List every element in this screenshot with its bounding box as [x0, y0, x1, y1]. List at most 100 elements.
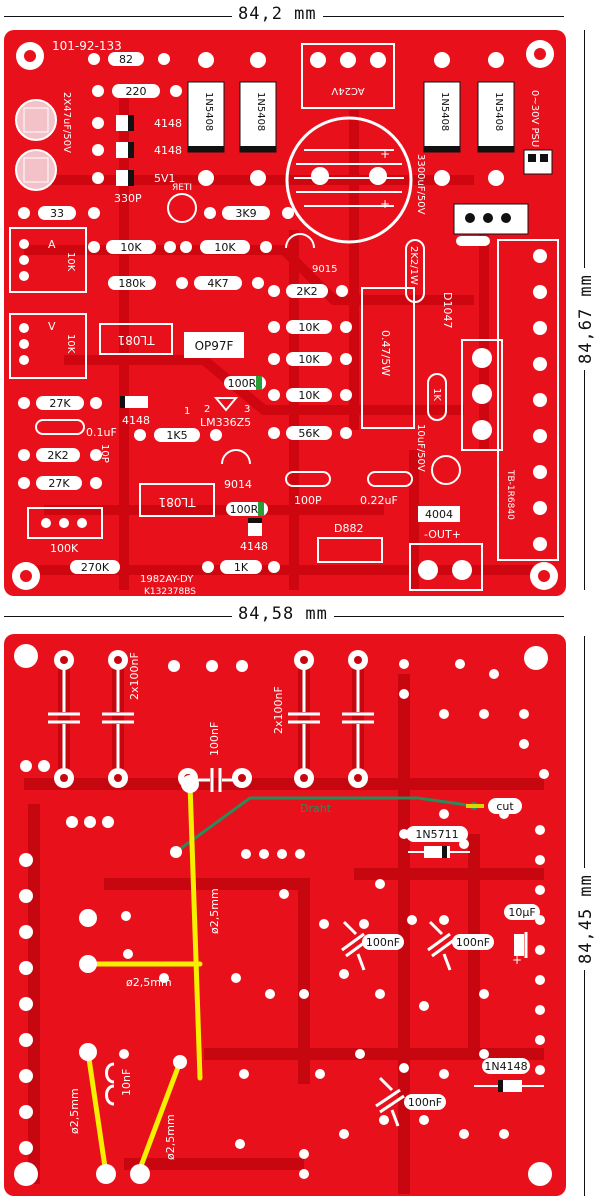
- transistor-d882: D882: [317, 522, 383, 563]
- svg-text:100P: 100P: [294, 494, 322, 507]
- svg-text:100K: 100K: [50, 542, 79, 555]
- cap-022uf: 0.22uF: [360, 471, 413, 507]
- svg-text:27K: 27K: [49, 397, 71, 410]
- resistor-1k-b: 1K: [202, 560, 280, 574]
- ic-lm336: 1 2 3 LM336Z5: [184, 397, 251, 429]
- label-100nf-b-box: 100nF: [452, 934, 494, 950]
- transistor-9014: 9014: [221, 449, 252, 491]
- resistor-180k: 180k: [108, 276, 156, 290]
- svg-text:+: +: [512, 953, 522, 967]
- bottom-mount-holes: [14, 644, 552, 1186]
- bottom-cap-pads: [20, 650, 368, 788]
- svg-text:9015: 9015: [312, 264, 337, 275]
- resistor-4k7: 4K7: [176, 276, 264, 290]
- label-1n5408b: 1N5408: [255, 92, 266, 131]
- svg-text:10µF: 10µF: [508, 906, 535, 919]
- diode-1n5711: 1N5711: [406, 826, 470, 858]
- svg-text:100R: 100R: [228, 377, 257, 390]
- yellow-wires: [85, 781, 203, 1177]
- label-psu: 0~30V PSU: [529, 90, 540, 147]
- label-c330p: 330P: [114, 192, 142, 205]
- bottom-traces: [24, 654, 544, 1194]
- label-c3300: 3300uF/50V: [415, 154, 426, 215]
- svg-text:4004: 4004: [425, 508, 453, 521]
- cap-2x100nf-b: [288, 670, 374, 768]
- svg-text:1K: 1K: [234, 561, 249, 574]
- cut-label: cut: [488, 798, 522, 814]
- svg-text:TL081: TL081: [159, 495, 197, 509]
- resistor-1k5: 1K5: [134, 428, 222, 442]
- resistor-2k2-b: 2K2: [18, 448, 102, 462]
- diode-1n4148: 1N4148: [474, 1058, 544, 1092]
- svg-text:100nF: 100nF: [366, 936, 400, 949]
- pot-a: A 10K: [9, 227, 87, 293]
- label-100nf-top: 100nF: [208, 722, 221, 756]
- resistor-10k-a: 10K: [88, 240, 176, 254]
- label-t2222: ЯETI: [172, 183, 192, 193]
- svg-text:+: +: [380, 147, 390, 161]
- svg-text:27K: 27K: [48, 477, 70, 490]
- cap-10uf-50v: 10uF/50V: [415, 424, 461, 485]
- svg-text:180k: 180k: [118, 277, 146, 290]
- svg-text:10K: 10K: [120, 241, 142, 254]
- transistor-top: ЯETI: [167, 183, 197, 223]
- bottom-vias: [66, 659, 549, 1179]
- resistor-3k9: 3K9: [204, 206, 294, 220]
- label-r82: 82: [119, 53, 133, 66]
- transistor-9015: 9015: [285, 233, 337, 275]
- svg-text:1: 1: [184, 406, 190, 417]
- resistor-220: 220: [92, 84, 182, 98]
- cap-2x100nf-a: [48, 670, 134, 768]
- svg-text:100R: 100R: [230, 503, 259, 516]
- diode-4148-a: 4148: [92, 115, 182, 131]
- resistor-047-5w: 0.47/5W: [361, 287, 415, 429]
- label-1n5408a: 1N5408: [203, 92, 214, 131]
- transistor-to220: [453, 203, 529, 246]
- resistor-82: 82: [88, 52, 170, 66]
- svg-text:3K9: 3K9: [235, 207, 256, 220]
- diode-1n5408-c: 1N5408: [423, 52, 461, 186]
- svg-text:0.1uF: 0.1uF: [86, 426, 117, 439]
- label-ac24v: AC24V: [331, 85, 364, 96]
- svg-text:+: +: [380, 197, 390, 211]
- bottom-pcb-drawing: 2x100nF 2x100nF 100nF Draht cut 1N5711 1…: [14, 644, 552, 1194]
- svg-text:OP97F: OP97F: [195, 339, 234, 353]
- footer-code: K132378BS: [144, 587, 196, 596]
- resistor-27k-a: 27K: [18, 396, 102, 410]
- transistor-d1047: D1047: [441, 292, 503, 451]
- resistor-2k2-a: 2K2: [268, 284, 348, 298]
- resistor-100r-b: 100R: [226, 502, 268, 516]
- zener-5v1: 5V1: [92, 170, 176, 186]
- label-draht: Draht: [300, 802, 332, 815]
- svg-text:D882: D882: [334, 522, 363, 535]
- yellow-wire-pads: [79, 775, 199, 1184]
- pot-v: V 10K: [9, 313, 87, 379]
- svg-text:33: 33: [50, 207, 64, 220]
- left-edge-pads: [19, 853, 33, 1155]
- svg-text:A: A: [48, 238, 56, 251]
- label-cap-2x47: 2X47uF/50V: [61, 92, 72, 153]
- svg-text:2K2/1W: 2K2/1W: [408, 246, 419, 285]
- cap-100nf-b: [427, 920, 455, 971]
- board-id: 101-92-133: [52, 39, 122, 53]
- cap-2x47uf: 2X47uF/50V: [15, 92, 72, 191]
- label-100nf-c-box: 100nF: [404, 1094, 446, 1110]
- ic-op97f: OP97F: [184, 332, 244, 358]
- cap-100nf-top: [198, 768, 234, 792]
- cap-100nf-c: [375, 1076, 405, 1127]
- bottom-pcb-board: 2x100nF 2x100nF 100nF Draht cut 1N5711 1…: [4, 634, 566, 1196]
- diode-1n5408-b: 1N5408: [239, 52, 277, 186]
- diode-1n5408-a: 1N5408: [187, 52, 225, 186]
- svg-text:2K2: 2K2: [296, 285, 317, 298]
- cap-10p: 10P: [99, 444, 110, 463]
- svg-text:270K: 270K: [81, 561, 110, 574]
- resistor-1k-a: 1K: [427, 373, 447, 421]
- svg-text:4148: 4148: [240, 540, 268, 553]
- resistor-10k-d: 10K: [268, 352, 352, 366]
- label-d25-c: ø2,5mm: [68, 1088, 81, 1134]
- diode-1n5408-d: 1N5408: [477, 52, 515, 186]
- svg-text:100nF: 100nF: [456, 936, 490, 949]
- svg-text:10K: 10K: [65, 252, 76, 272]
- svg-text:1N4148: 1N4148: [484, 1060, 527, 1073]
- ac24v-terminal: AC24V: [301, 43, 395, 109]
